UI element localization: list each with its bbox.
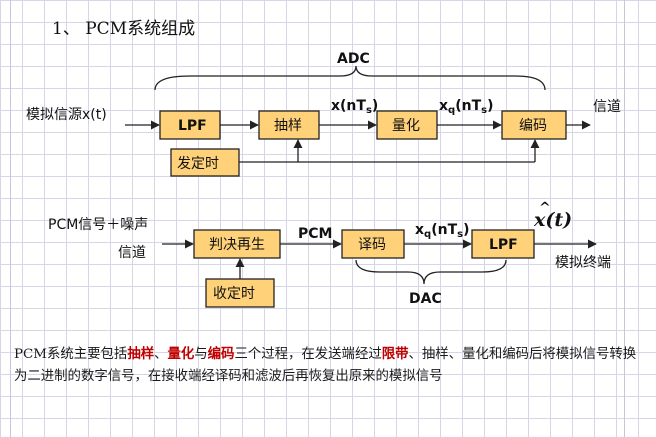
quantized-signal-label: xq(nTs): [439, 98, 493, 116]
regen-block: [193, 229, 281, 259]
reconstructed-signal-label: x(t): [533, 209, 572, 231]
receive-timing-label: 收定时: [213, 286, 255, 302]
dac-label: DAC: [409, 291, 442, 307]
sampling-block: [258, 110, 320, 140]
desc-seg-4: 与: [194, 347, 208, 362]
adc-label: ADC: [337, 51, 370, 67]
send-timing-block: [170, 148, 240, 177]
decode-label: 译码: [358, 237, 386, 253]
adc-brace: [154, 65, 546, 91]
encode-block: [501, 110, 567, 140]
pcm-label: PCM: [298, 226, 332, 242]
analog-terminal-label: 模拟终端: [555, 255, 611, 271]
desc-seg-1: 抽样: [127, 346, 155, 362]
rx-channel-label: 信道: [118, 245, 146, 261]
quantize-block: [376, 110, 438, 140]
adc-input-label: 模拟信源x(t): [26, 107, 107, 123]
desc-seg-2: 、: [154, 347, 168, 362]
page-title: 1、 PCM系统组成: [52, 19, 195, 39]
receive-timing-block: [205, 278, 275, 308]
description-paragraph: PCM系统主要包括抽样、量化与编码三个过程，在发送端经过限带、抽样、量化和编码后…: [14, 343, 642, 388]
channel-output-label: 信道: [593, 99, 621, 115]
desc-seg-3: 量化: [167, 346, 195, 362]
decode-block: [341, 229, 405, 259]
rx-lpf-label: LPF: [489, 237, 518, 253]
lpf-block: [159, 110, 221, 140]
rx-quantized-signal-label: xq(nTs): [415, 222, 469, 240]
hat-accent: ^: [539, 200, 551, 216]
left-frame-line: [10, 0, 11, 437]
quantize-label: 量化: [392, 118, 420, 134]
regen-label: 判决再生: [209, 237, 265, 253]
sampled-signal-label: x(nTs): [331, 98, 378, 116]
rx-input-label: PCM信号＋噪声: [48, 217, 148, 233]
rx-lpf-block: [471, 229, 535, 259]
lpf-label: LPF: [178, 118, 207, 134]
sampling-label: 抽样: [274, 118, 302, 134]
desc-seg-5: 编码: [207, 346, 235, 362]
right-frame-line: [624, 0, 625, 437]
send-timing-label: 发定时: [177, 156, 219, 172]
encode-label: 编码: [519, 118, 547, 134]
desc-seg-6: 三个过程，在发送端经过: [234, 347, 382, 362]
desc-seg-0: PCM系统主要包括: [14, 347, 128, 362]
desc-seg-8: 、抽样、量化和编码后将模拟信号转换为二进制的数字信号，在接收端经译码和滤波后再恢…: [14, 347, 637, 384]
desc-seg-7: 限带: [381, 346, 409, 362]
dac-brace: [355, 259, 507, 285]
